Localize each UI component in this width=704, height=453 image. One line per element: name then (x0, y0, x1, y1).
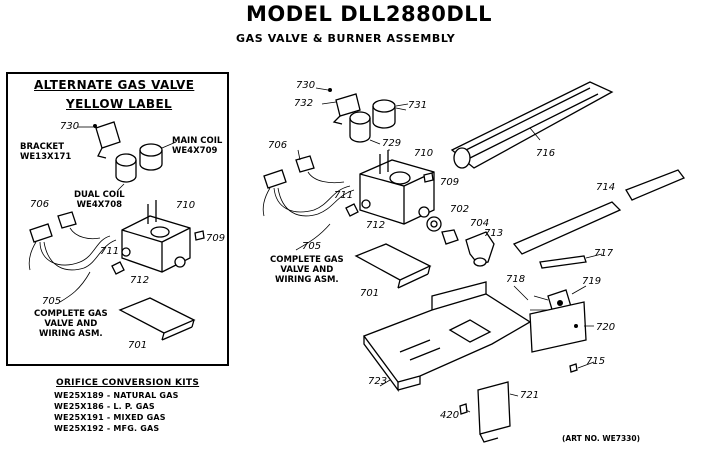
alt-bracket-label-line2: WE13X171 (20, 152, 72, 162)
alternate-title: ALTERNATE GAS VALVE (34, 78, 195, 92)
alt-dual-coil-drawing (115, 153, 137, 191)
coil-729-drawing (349, 111, 381, 145)
part-705-label: 705 (302, 241, 322, 252)
elbow-713-drawing (465, 231, 495, 267)
part-709-label: 709 (440, 177, 460, 188)
part-721-label: 721 (520, 390, 540, 401)
alt-bracket-label-line1: BRACKET (20, 142, 65, 152)
alt-screw-711-drawing (111, 261, 125, 275)
part-715-label: 715 (586, 356, 606, 367)
part-706-label: 706 (268, 140, 288, 151)
part-711-label: 711 (334, 190, 354, 201)
screw-711-drawing (345, 203, 359, 217)
orifice-kit-item: WE25X191 - MIXED GAS (54, 413, 166, 422)
art-number: (ART NO. WE7330) (562, 434, 641, 443)
complete-label: COMPLETE GAS VALVE AND WIRING ASM. (270, 255, 344, 285)
alt-complete-label-line3: WIRING ASM. (38, 329, 103, 339)
burner-bracket-723-drawing (362, 281, 532, 392)
alt-main-coil-drawing (139, 141, 177, 171)
wiring-706-drawing (262, 155, 355, 217)
part-730-label: 730 (296, 80, 316, 91)
alt-bracket-label: BRACKET WE13X171 (20, 142, 71, 162)
orifice-kit-item: WE25X189 - NATURAL GAS (54, 391, 179, 400)
page-title: MODEL DLL2880DLL (246, 2, 493, 26)
valve-body-drawing (359, 150, 435, 225)
alt-complete-label-line1: COMPLETE GAS (34, 309, 108, 319)
part-717-label: 717 (594, 248, 614, 259)
part-729-label: 729 (382, 138, 402, 149)
complete-label-line2: VALVE AND (280, 265, 334, 275)
alt-part-705-label: 705 (42, 296, 62, 307)
alt-valve-body-drawing (121, 200, 191, 273)
bracket-701-drawing (354, 243, 432, 289)
part-720-label: 720 (596, 322, 616, 333)
alt-part-709-label: 709 (206, 233, 226, 244)
coil-731-drawing (372, 99, 409, 129)
alt-bracket-drawing (78, 121, 121, 159)
alternate-gas-valve-box (6, 72, 229, 366)
page-subtitle: GAS VALVE & BURNER ASSEMBLY (236, 32, 456, 45)
screw-715-drawing (569, 363, 578, 373)
alt-wiring-drawing (28, 211, 117, 271)
705-leader (295, 223, 331, 251)
part-702-label: 702 (450, 204, 470, 215)
orifice-kits-title: ORIFICE CONVERSION KITS (56, 378, 200, 388)
part-719-label: 719 (582, 276, 602, 287)
bracket-721-drawing (477, 381, 511, 443)
alt-705-leader (59, 271, 91, 303)
alt-part-701-label: 701 (128, 340, 148, 351)
part-704-label: 704 (470, 218, 490, 229)
complete-label-line1: COMPLETE GAS (270, 255, 344, 265)
alt-screw-709-drawing (194, 230, 205, 241)
alt-part-730-label: 730 (60, 121, 80, 132)
complete-label-line3: WIRING ASM. (274, 275, 339, 285)
screw-420-drawing (459, 403, 468, 415)
part-716-label: 716 (536, 148, 556, 159)
part-723-label: 723 (368, 376, 388, 387)
part-701-label: 701 (360, 288, 380, 299)
alt-complete-label: COMPLETE GAS VALVE AND WIRING ASM. (34, 309, 108, 339)
bracket-720-drawing (529, 301, 587, 353)
screw-709-drawing (423, 172, 434, 183)
fitting-702-drawing (426, 216, 442, 232)
alt-main-coil-label-line2: WE4X709 (172, 146, 218, 156)
tube-714-drawing (512, 169, 686, 255)
orifice-kit-item: WE25X192 - MFG. GAS (54, 424, 160, 433)
alt-bracket-701-drawing (118, 297, 196, 341)
alt-main-coil-label-line1: MAIN COIL (172, 136, 223, 146)
alt-part-706-label: 706 (30, 199, 50, 210)
part-732-label: 732 (294, 98, 314, 109)
burner-716-drawing (450, 81, 614, 169)
part-731-label: 731 (408, 100, 428, 111)
part-713-label: 713 (484, 228, 504, 239)
part-714-label: 714 (596, 182, 616, 193)
part-710-label: 710 (414, 148, 434, 159)
alt-dual-coil-label-line1: DUAL COIL (74, 190, 125, 200)
orifice-kit-item: WE25X186 - L. P. GAS (54, 402, 155, 411)
bracket-717-drawing (539, 253, 603, 269)
alt-part-712-label: 712 (130, 275, 150, 286)
alternate-subtitle: YELLOW LABEL (66, 97, 173, 111)
alt-part-710-label: 710 (176, 200, 196, 211)
alt-main-coil-label: MAIN COIL WE4X709 (172, 136, 222, 156)
part-712-label: 712 (366, 220, 386, 231)
alt-dual-coil-label-line2: WE4X708 (76, 200, 123, 210)
alt-dual-coil-label: DUAL COIL WE4X708 (74, 190, 125, 210)
bracket-732-drawing (315, 87, 361, 125)
alt-complete-label-line2: VALVE AND (44, 319, 98, 329)
part-718-label: 718 (506, 274, 526, 285)
part-420-label: 420 (440, 410, 460, 421)
alt-part-711-label: 711 (100, 246, 120, 257)
nut-704-drawing (441, 229, 459, 245)
